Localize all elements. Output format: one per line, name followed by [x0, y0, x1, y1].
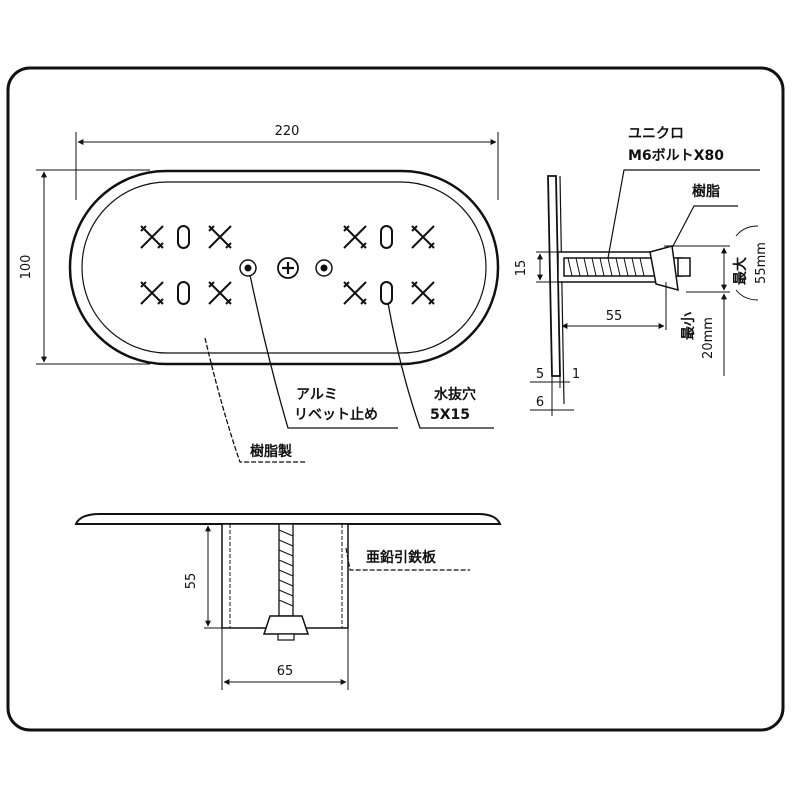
- drain-label-line1: 水抜穴: [434, 386, 476, 403]
- rivet-left: [239, 259, 257, 277]
- plate-outline-inner: [81, 181, 487, 354]
- front-plate: [74, 513, 502, 525]
- washer-leader: [671, 205, 738, 249]
- side-nut: [677, 257, 691, 277]
- side-view: 15 55 最大 55mm 最小 20mm ユニクロ M6ボルトX80 樹脂 5…: [514, 126, 769, 416]
- rivet-label-line2: リベット止め: [294, 406, 378, 423]
- height-dim-text: 100: [19, 255, 34, 280]
- bolt-label-line1: ユニクロ: [628, 126, 684, 142]
- rivet-leader: [249, 274, 398, 429]
- bottom-bolt: [278, 523, 294, 617]
- min-label: 最小: [680, 312, 697, 340]
- side-washer: [649, 245, 679, 292]
- bolt-label-line2: M6ボルトX80: [628, 148, 724, 164]
- min-value: 20mm: [701, 317, 716, 359]
- max-value: 55mm: [754, 242, 769, 284]
- plate-leader: [345, 547, 470, 571]
- side-thickness-dim: 15: [514, 260, 529, 277]
- drain-holes-right: [343, 225, 435, 305]
- washer-material-label: 樹脂: [692, 183, 720, 200]
- small-dim-c: 6: [536, 395, 544, 410]
- bolt-leader: [607, 169, 760, 259]
- drain-holes-left: [140, 225, 232, 305]
- drawing-frame: [6, 66, 785, 732]
- side-length-dim: 55: [606, 309, 623, 324]
- plate-material-label: 亜鉛引鉄板: [366, 549, 437, 566]
- bottom-washer: [262, 615, 310, 635]
- max-label: 最大: [732, 257, 749, 285]
- drain-leader: [387, 302, 494, 429]
- rivet-label-line1: アルミ: [296, 387, 338, 403]
- bottom-view: 55 65 亜鉛引鉄板: [74, 513, 502, 690]
- small-dim-a: 5: [536, 367, 544, 382]
- bottom-depth-dim: 55: [184, 573, 199, 590]
- width-dim-text: 220: [275, 124, 300, 139]
- plate-outline-outer: [68, 169, 500, 366]
- center-screw: [277, 257, 299, 279]
- body-leader: [204, 337, 306, 463]
- bottom-width-dim: 65: [277, 664, 294, 679]
- top-view: 220 100: [19, 124, 500, 463]
- body-material-label: 樹脂製: [250, 443, 292, 460]
- rivet-right: [315, 259, 333, 277]
- small-dim-b: 1: [572, 367, 580, 382]
- drain-label-line2: 5X15: [430, 407, 470, 423]
